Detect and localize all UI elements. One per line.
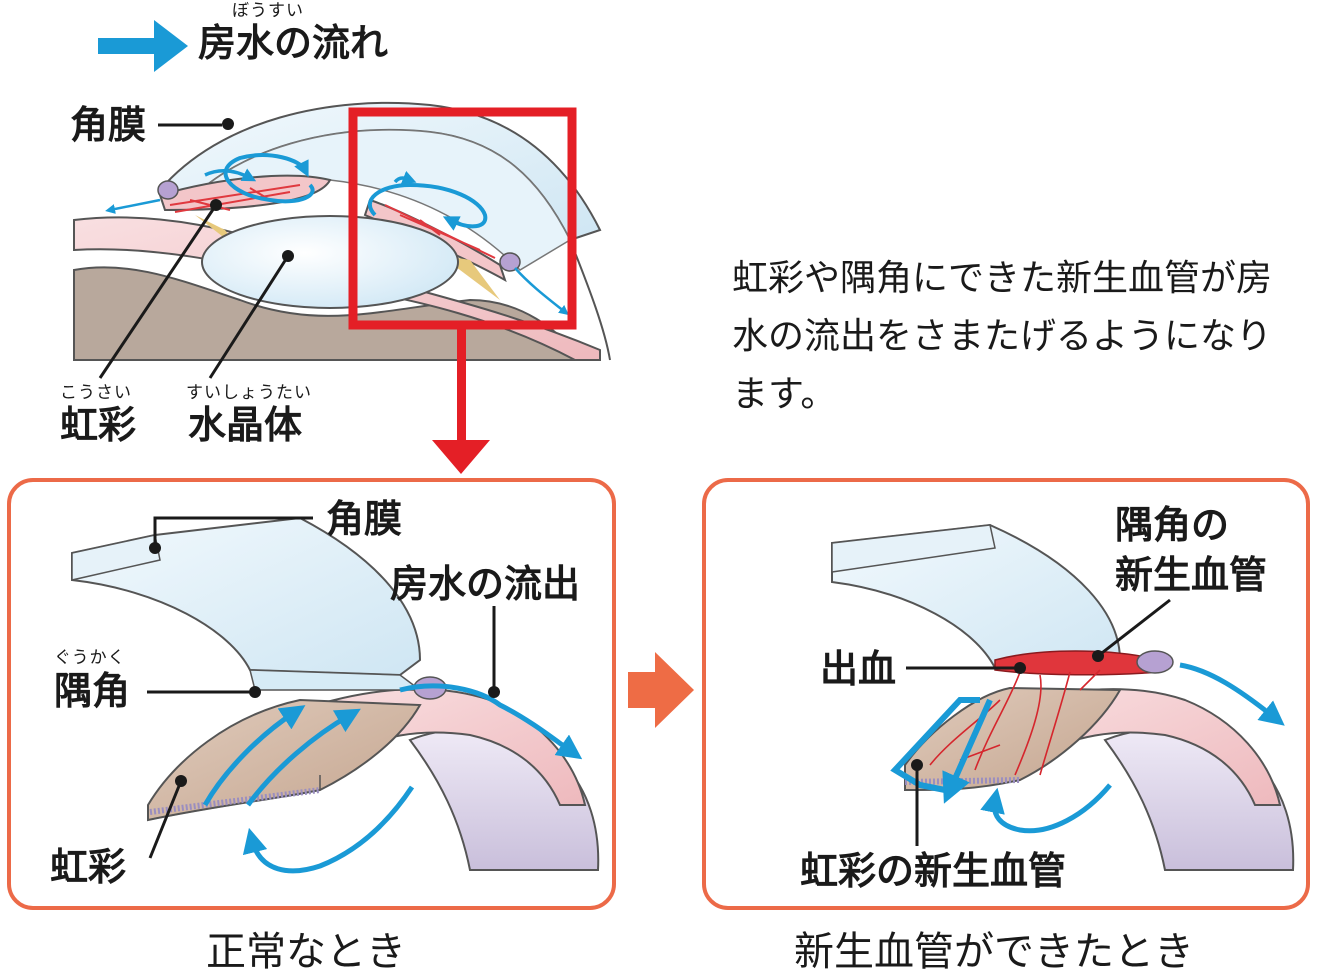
- top-lens-ruby: すいしょうたい: [186, 383, 312, 403]
- legend-label: 房水の流れ: [198, 21, 389, 65]
- bleeding-label: 出血: [820, 647, 897, 691]
- zoom-highlight-box: [348, 107, 577, 474]
- normal-angle-ruby: ぐうかく: [54, 648, 126, 668]
- normal-cornea-label: 角膜: [326, 497, 403, 541]
- description-text: 虹彩や隅角にできた新生血管が房水の流出をさまたげるようになります。: [732, 258, 1273, 415]
- angle-vessels-label-line1: 隅角の: [1115, 503, 1230, 547]
- legend-ruby: ぼうすい: [232, 1, 304, 21]
- normal-angle-illustration: [71, 516, 600, 874]
- legend-arrow-icon: [98, 20, 188, 72]
- top-leader-lines: [98, 118, 290, 379]
- top-iris-ruby: こうさい: [60, 383, 132, 403]
- angle-vessels-label-line2: 新生血管: [1115, 553, 1268, 597]
- normal-outflow-label: 房水の流出: [390, 562, 581, 606]
- normal-iris-label: 虹彩: [50, 845, 127, 889]
- normal-angle-label: 隅角: [54, 669, 131, 713]
- transition-arrow-icon: [628, 652, 694, 728]
- neovascular-leader-lines: [906, 598, 1171, 846]
- normal-caption: 正常なとき: [206, 929, 406, 975]
- iris-vessels-label: 虹彩の新生血管: [800, 849, 1067, 893]
- neovascular-caption: 新生血管ができたとき: [794, 929, 1194, 975]
- neovascular-angle-illustration: [831, 523, 1295, 871]
- normal-leader-lines: [147, 516, 500, 859]
- top-iris-label: 虹彩: [60, 403, 137, 447]
- top-eye-illustration: [73, 101, 611, 361]
- top-lens-label: 水晶体: [188, 403, 303, 447]
- top-cornea-label: 角膜: [70, 103, 147, 147]
